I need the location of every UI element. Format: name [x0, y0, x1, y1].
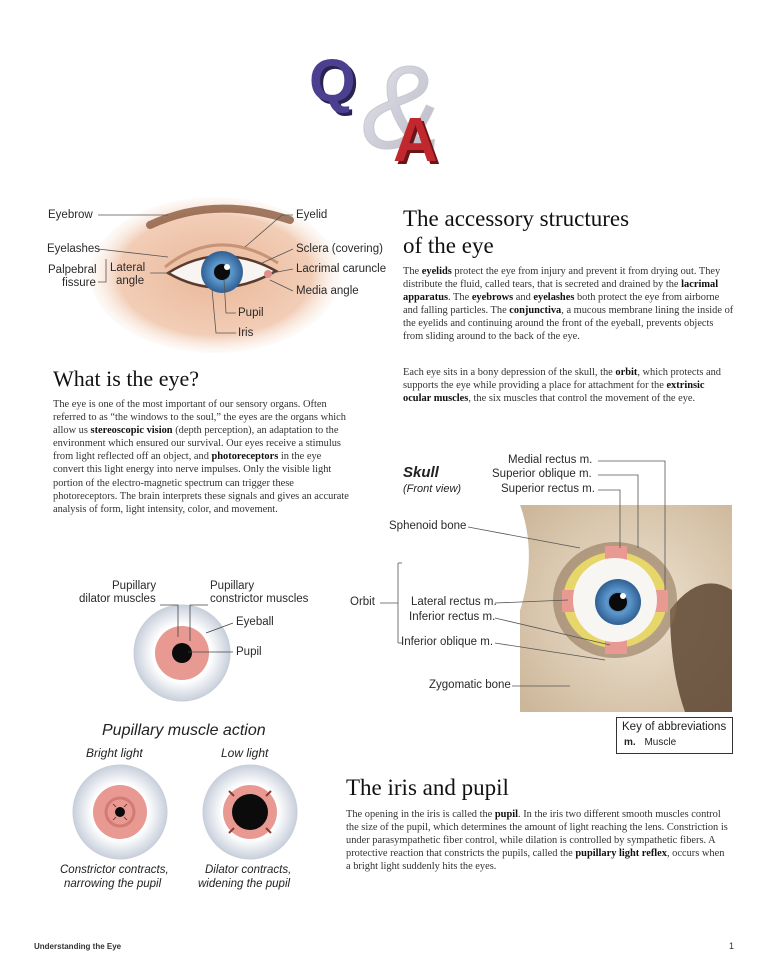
accessory-title: The accessory structures of the eye	[403, 205, 629, 259]
muscle-action-illustration	[72, 764, 298, 860]
a-letter: A	[393, 106, 438, 170]
page-number: 1	[729, 941, 735, 951]
label-lateral-angle-2: angle	[116, 275, 145, 287]
bright-pupil	[115, 807, 125, 817]
muscle-action-diagrams	[60, 762, 350, 862]
skull-diagram: Skull (Front view) Medial rectus m. Supe…	[340, 450, 740, 760]
a-shadow: A	[396, 109, 441, 170]
key-meaning: Muscle	[644, 737, 677, 748]
label-inferior-rectus: Inferior rectus m.	[409, 611, 496, 623]
qa-logo: & Q Q A A	[300, 40, 470, 179]
muscle-action-title: Pupillary muscle action	[102, 722, 266, 739]
accessory-title-line2: of the eye	[403, 233, 494, 259]
label-dilator-1: Pupillary	[112, 580, 157, 592]
label-constrictor-2: constrictor muscles	[210, 593, 309, 605]
ampersand: &	[362, 42, 441, 170]
label-pupil-small: Pupil	[236, 646, 262, 658]
low-light-eye	[202, 764, 298, 860]
low-caption-1: Dilator contracts,	[205, 864, 292, 876]
accessory-title-line1: The accessory structures	[403, 206, 630, 231]
what-is-eye-paragraph: The eye is one of the most important of …	[53, 399, 349, 515]
accessory-paragraph-2: Each eye sits in a bony depression of th…	[403, 367, 722, 405]
label-eyelashes: Eyelashes	[47, 243, 101, 255]
low-pupil	[232, 794, 268, 830]
label-eyelid: Eyelid	[296, 209, 328, 221]
label-superior-oblique: Superior oblique m.	[492, 468, 592, 480]
label-sphenoid-bone: Sphenoid bone	[389, 520, 467, 532]
iris-pupil-paragraph: The opening in the iris is called the pu…	[346, 809, 728, 873]
accessory-paragraph-1: The eyelids protect the eye from injury …	[403, 266, 734, 343]
label-superior-rectus: Superior rectus m.	[501, 483, 595, 495]
label-constrictor-1: Pupillary	[210, 580, 255, 592]
bright-light-eye	[72, 764, 168, 860]
eye-diagram: Eyebrow Eyelashes Palpebral fissure Late…	[0, 185, 395, 355]
label-lateral-rectus: Lateral rectus m.	[411, 596, 497, 608]
key-abbr: m.	[624, 737, 636, 748]
what-is-eye-title: What is the eye?	[53, 366, 199, 391]
abbreviation-key: Key of abbreviations m. Muscle	[616, 717, 733, 754]
iris-pupil-title: The iris and pupil	[346, 775, 509, 800]
pupil-illustration	[133, 604, 234, 702]
pupil-circle	[172, 643, 192, 663]
label-pupil: Pupil	[238, 307, 264, 319]
nasal-cavity	[670, 583, 732, 712]
label-dilator-2: dilator muscles	[79, 593, 156, 605]
label-inferior-oblique: Inferior oblique m.	[401, 636, 494, 648]
bright-caption-1: Constrictor contracts,	[60, 864, 169, 876]
qa-logo-graphic: & Q Q A A	[309, 42, 441, 179]
skull-title: Skull	[403, 464, 439, 481]
skull-illustration	[380, 460, 732, 712]
pupil-diagram: Pupillary dilator muscles Pupillary cons…	[60, 575, 340, 705]
bright-light-label: Bright light	[86, 746, 143, 760]
label-lacrimal-caruncle: Lacrimal caruncle	[296, 263, 387, 275]
low-light-label: Low light	[221, 746, 269, 760]
label-sclera: Sclera (covering)	[296, 243, 383, 255]
label-eyeball: Eyeball	[236, 616, 274, 628]
label-zygomatic-bone: Zygomatic bone	[429, 679, 511, 691]
label-palpebral-1: Palpebral	[48, 264, 97, 276]
eyebrow-shape	[146, 204, 294, 229]
eye-illustration	[90, 197, 340, 353]
label-iris: Iris	[238, 327, 254, 339]
label-orbit: Orbit	[350, 596, 375, 608]
skull-subtitle: (Front view)	[403, 483, 462, 495]
bright-caption-2: narrowing the pupil	[64, 878, 162, 890]
label-lateral-angle-1: Lateral	[110, 262, 146, 274]
label-media-angle: Media angle	[296, 285, 359, 297]
label-medial-rectus: Medial rectus m.	[508, 454, 593, 466]
low-caption-2: widening the pupil	[198, 878, 291, 890]
footer-title: Understanding the Eye	[34, 942, 122, 951]
key-title: Key of abbreviations	[622, 721, 727, 733]
q-letter: Q	[309, 47, 356, 114]
label-palpebral-2: fissure	[62, 277, 96, 289]
q-shadow: Q	[312, 50, 359, 117]
label-eyebrow: Eyebrow	[48, 209, 93, 221]
